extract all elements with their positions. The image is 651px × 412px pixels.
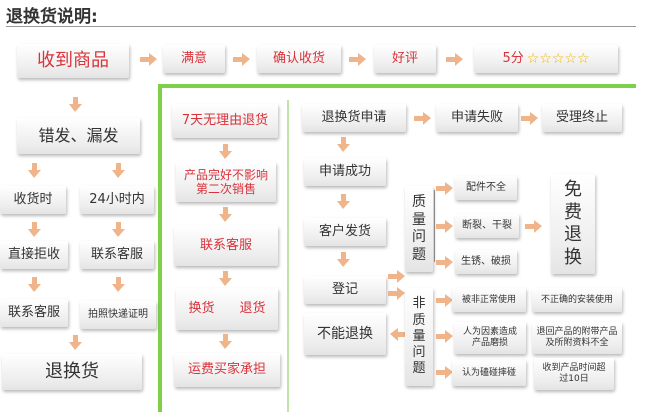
- box-non-quality-issue: 非 质 量 问 题: [405, 288, 433, 386]
- green-vertical-line: [158, 84, 162, 412]
- box-wrong-missing: 错发、漏发: [17, 118, 140, 154]
- box-praise: 好评: [374, 45, 436, 73]
- arrow-down-icon: [219, 334, 232, 349]
- arrow-down-icon: [69, 335, 82, 350]
- star-icon: [564, 51, 577, 68]
- box-apply-fail: 申请失败: [436, 104, 518, 132]
- box-five-stars: 5分: [474, 45, 618, 73]
- box-abnormal-use: 被非正常使用: [452, 288, 526, 312]
- box-broken-cracked: 断裂、干裂: [455, 214, 519, 238]
- box-return-exchange: 退换货: [2, 354, 142, 390]
- arrow-down-icon: [337, 137, 350, 152]
- box-photo-courier-proof: 拍照快递证明: [80, 301, 156, 329]
- quality-char: 量: [412, 211, 426, 228]
- arrow-right-icon: [436, 182, 453, 195]
- box-reject-directly: 直接拒收: [0, 241, 68, 269]
- star-icon: [527, 51, 540, 68]
- arrow-right-icon: [388, 287, 405, 300]
- box-seven-day-return: 7天无理由退货: [172, 104, 278, 138]
- arrow-right-icon: [436, 220, 453, 233]
- arrow-down-icon: [28, 277, 41, 292]
- non-quality-char: 题: [412, 361, 426, 377]
- arrow-right-icon: [140, 53, 157, 66]
- box-good-condition: 产品完好不影响第二次销售: [176, 162, 276, 202]
- arrow-right-icon: [525, 220, 542, 233]
- free-char: 免: [564, 179, 582, 200]
- arrow-down-icon: [337, 194, 350, 209]
- box-bump-damage: 认为磕碰摔碰: [452, 360, 526, 386]
- box-contact-cs-mid: 联系客服: [174, 226, 278, 266]
- box-contact-cs-left-2: 联系客服: [0, 299, 68, 327]
- box-register: 登记: [304, 276, 386, 304]
- non-quality-char: 非: [412, 296, 426, 312]
- arrow-right-icon: [436, 256, 453, 269]
- exchange-label: 换货: [188, 301, 215, 317]
- arrow-down-icon: [112, 222, 125, 237]
- free-char: 退: [564, 224, 582, 245]
- arrow-down-icon: [112, 277, 125, 292]
- star-icon: [577, 51, 590, 68]
- box-confirm-receipt: 确认收货: [257, 45, 341, 73]
- box-process-end: 受理终止: [542, 104, 622, 132]
- arrow-down-icon: [219, 271, 232, 286]
- arrow-down-icon: [219, 144, 232, 159]
- box-missing-parts: 配件不全: [455, 176, 517, 200]
- arrow-left-icon: [390, 328, 407, 341]
- arrow-right-icon: [349, 53, 366, 66]
- box-quality-issue: 质 量 问 题: [405, 186, 433, 272]
- arrow-right-icon: [436, 330, 453, 343]
- box-overdue-10-days: 收到产品时间超过10日: [534, 358, 614, 390]
- arrow-down-icon: [28, 163, 41, 178]
- box-return-accessories: 退回产品的附带产品及所附资料不全: [532, 322, 622, 354]
- arrow-down-icon: [112, 163, 125, 178]
- non-quality-char: 量: [412, 328, 426, 344]
- title-underline: [6, 26, 636, 27]
- arrow-right-icon: [414, 112, 431, 125]
- non-quality-char: 质: [412, 312, 426, 328]
- arrow-right-icon: [436, 366, 453, 379]
- box-wrong-install: 不正确的安装使用: [532, 288, 622, 312]
- box-on-receipt: 收货时: [0, 186, 66, 214]
- green-divider-line: [287, 100, 289, 412]
- arrow-down-icon: [28, 222, 41, 237]
- arrow-down-icon: [69, 97, 82, 112]
- green-horizontal-line: [158, 84, 636, 88]
- bracket-line: [434, 190, 435, 262]
- quality-char: 问: [412, 229, 426, 245]
- box-human-damage: 人为因素造成产品磨损: [454, 322, 526, 354]
- box-exchange-refund: 换货 退货: [176, 288, 278, 330]
- star-rating: [527, 51, 590, 68]
- arrow-right-icon: [446, 53, 463, 66]
- non-quality-char: 问: [412, 345, 426, 361]
- box-rust-damage: 生锈、破损: [455, 250, 517, 274]
- quality-char: 质: [412, 194, 426, 210]
- arrow-right-icon: [521, 112, 538, 125]
- score-label: 5分: [502, 51, 524, 67]
- page-title: 退换货说明:: [6, 7, 98, 27]
- arrow-down-icon: [337, 252, 350, 267]
- box-within-24h: 24小时内: [80, 186, 154, 214]
- quality-char: 题: [412, 246, 426, 263]
- arrow-right-icon: [388, 270, 405, 283]
- refund-label: 退货: [239, 301, 266, 317]
- box-contact-cs-left-1: 联系客服: [80, 241, 154, 269]
- box-satisfied: 满意: [163, 45, 225, 73]
- box-received-goods: 收到商品: [17, 44, 129, 78]
- box-buyer-pays-shipping: 运费买家承担: [174, 353, 280, 387]
- box-no-return: 不能退换: [304, 313, 386, 355]
- arrow-down-icon: [219, 207, 232, 222]
- arrow-right-icon: [233, 53, 250, 66]
- box-free-return: 免 费 退 换: [551, 174, 595, 274]
- box-apply-success: 申请成功: [304, 158, 386, 186]
- free-char: 换: [564, 246, 582, 268]
- free-char: 费: [564, 201, 582, 223]
- star-icon: [539, 51, 552, 68]
- star-icon: [552, 51, 565, 68]
- box-customer-ships: 客户发货: [304, 218, 386, 246]
- box-return-apply: 退换货申请: [302, 104, 406, 132]
- arrow-right-icon: [436, 294, 453, 307]
